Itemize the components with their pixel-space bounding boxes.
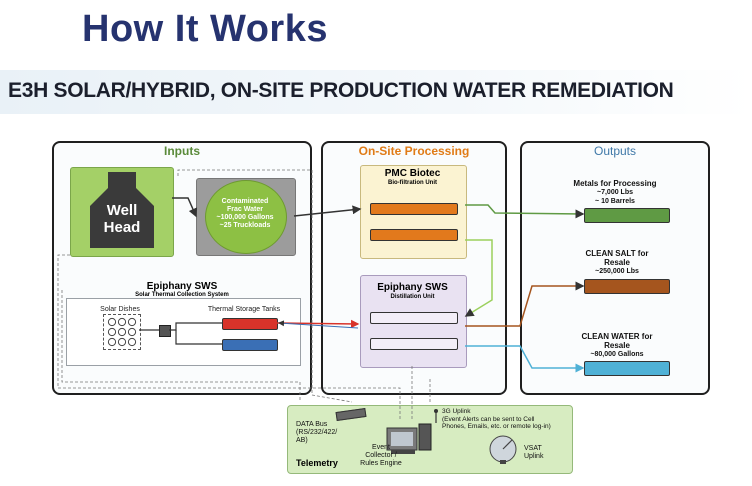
solar-title: Epiphany SWS (146, 281, 218, 292)
thermal-tanks-label: Thermal Storage Tanks (207, 306, 281, 313)
outputs-panel (520, 141, 710, 395)
bio-tank-2 (370, 229, 458, 241)
satellite-dish-icon (489, 435, 517, 464)
distill-title: Epiphany SWS (377, 282, 448, 293)
contaminated-label: Contaminated Frac Water ~100,000 Gallons… (216, 198, 274, 229)
uplink-3g-label: 3G Uplink (Event Alerts can be sent to C… (442, 408, 551, 430)
water-tank (584, 361, 670, 376)
outputs-title: Outputs (593, 144, 637, 158)
thermal-tank-cold (222, 339, 278, 351)
inputs-title: Inputs (164, 144, 200, 158)
distill-subtitle: Distillation Unit (390, 294, 435, 300)
solar-subtitle: Solar Thermal Collection System (135, 292, 229, 298)
processing-title: On-Site Processing (358, 144, 470, 158)
well-head-icon (90, 172, 154, 248)
page-title: How It Works (82, 8, 328, 50)
pmc-subtitle: Bio-filtration Unit (388, 180, 437, 186)
metals-label: Metals for Processing ~7,000 Lbs ~ 10 Ba… (573, 179, 657, 205)
data-bus-label: DATA Bus (RS/232/422/ AB) (296, 421, 338, 444)
solar-system-box (66, 298, 301, 366)
bio-tank-1 (370, 203, 458, 215)
well-head-label: Well Head (103, 202, 141, 236)
page-subtitle: E3H SOLAR/HYBRID, ON-SITE PRODUCTION WAT… (8, 79, 674, 102)
vsat-label: VSAT Uplink (524, 445, 544, 460)
computer-icon (386, 423, 432, 454)
pmc-title: PMC Biotec (384, 168, 441, 179)
subtitle-band (0, 70, 752, 114)
distill-tank-2 (370, 338, 458, 350)
contaminated-circle (205, 180, 287, 254)
solar-dishes-label: Solar Dishes (100, 306, 140, 313)
antenna-icon (434, 409, 438, 423)
pump-icon (159, 325, 171, 337)
collector-label: Event Collector / Rules Engine (360, 444, 402, 467)
salt-tank (584, 279, 670, 294)
salt-label: CLEAN SALT for Resale ~250,000 Lbs (585, 249, 649, 275)
solar-dish-icons (107, 317, 137, 347)
metals-tank (584, 208, 670, 223)
telemetry-title: Telemetry (296, 458, 338, 468)
distill-tank-1 (370, 312, 458, 324)
thermal-tank-hot (222, 318, 278, 330)
solar-dishes-frame (103, 314, 141, 350)
water-label: CLEAN WATER for Resale ~80,000 Gallons (581, 332, 653, 358)
